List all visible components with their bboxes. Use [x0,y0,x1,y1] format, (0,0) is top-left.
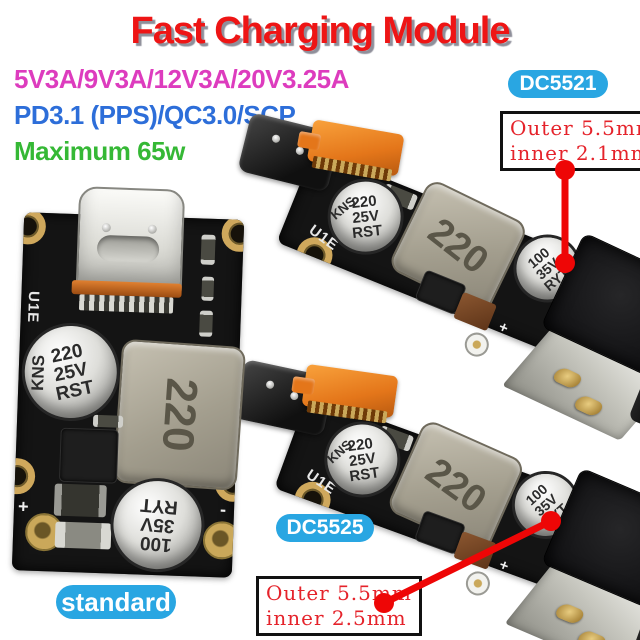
callout-line: inner 2.5mm [266,606,407,630]
capacitor-series: RST [348,463,381,485]
input-capacitor: 220 25V RST KNS [23,324,119,420]
connector-pin-dot [271,133,281,144]
mounting-hole [221,215,245,253]
orange-clip [296,119,405,182]
smd-component [200,234,216,265]
smd-component [53,483,107,518]
screw-pad [462,568,494,599]
badge-dc5525: DC5525 [276,514,374,542]
smd-component [201,276,215,301]
smd-component [92,414,124,428]
mounting-hole [11,457,36,495]
callout-line: inner 2.1mm [510,141,640,165]
screw-pad [461,328,493,361]
jack-pin [571,393,606,418]
capacitor-brand: KNS [28,354,49,392]
page-title: Fast Charging Module [130,10,511,52]
inductor-value: 220 [152,376,207,454]
clip-notch [291,376,316,395]
connector-pin-dot [101,222,111,233]
polarity-negative: - [219,499,227,520]
usb-c-slot [96,234,160,263]
spec-max-power: Maximum 65w [14,136,185,166]
usb-c-port [75,186,186,296]
badge-dc5521: DC5521 [508,70,608,98]
capacitor-series: RYT [139,494,179,519]
usb-c-solder-pins [78,294,174,314]
callout-dc5525: Outer 5.5mm inner 2.5mm [256,576,422,636]
module-standard-photo: U1E 220 25V RST KNS 220 100 35V RYT [11,186,247,578]
capacitor-series: RST [351,221,384,242]
jack-pin [550,366,585,390]
inductor-value: 220 [418,450,495,522]
connector-pin-dot [147,224,157,234]
badge-standard: standard [56,585,176,619]
smd-component [54,521,112,550]
power-inductor: 220 [112,338,247,491]
jack-pin [574,629,609,640]
mounting-hole [11,212,47,246]
ic-chip [59,428,118,483]
output-capacitor: 100 35V RYT [111,479,203,571]
jack-pin [552,602,587,626]
callout-line: Outer 5.5mm [266,581,412,605]
smd-component [199,310,213,337]
connector-pin-dot [265,379,275,390]
polarity-positive: + [17,496,29,517]
capacitor-value: 100 [139,532,173,556]
capacitor-voltage: 35V [139,513,176,538]
callout-dc5521: Outer 5.5mm inner 2.1mm [500,111,640,171]
ref-designator: U1E [24,290,43,324]
callout-line: Outer 5.5mm [510,116,640,140]
spec-power-modes: 5V3A/9V3A/12V3A/20V3.25A [14,64,349,94]
